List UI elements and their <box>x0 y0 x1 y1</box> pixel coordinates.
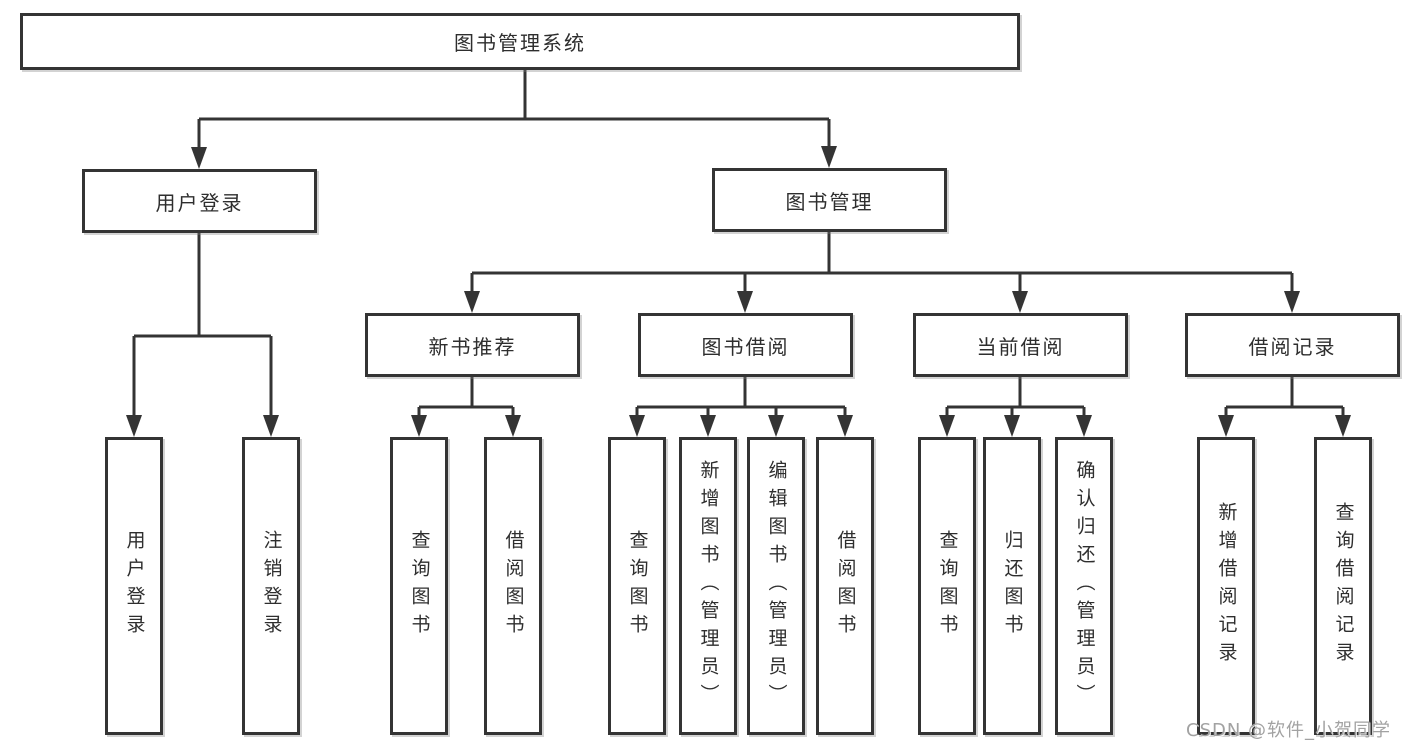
arrowhead-icon <box>1284 291 1300 313</box>
arrowhead-icon <box>939 415 955 437</box>
leaf-logout: 注销登录 <box>242 437 300 735</box>
arrowhead-icon <box>737 291 753 313</box>
leaf-query-borrowing-record: 查询借阅记录 <box>1314 437 1372 735</box>
arrowhead-icon <box>1335 415 1351 437</box>
leaf-edit-books-admin: 编辑图书（管理员） <box>747 437 805 735</box>
leaf-add-books-admin: 新增图书（管理员） <box>679 437 737 735</box>
arrowhead-icon <box>191 147 207 169</box>
arrowhead-icon <box>1076 415 1092 437</box>
arrowhead-icon <box>464 291 480 313</box>
leaf-return-books: 归还图书 <box>983 437 1041 735</box>
node-book-borrowing: 图书借阅 <box>638 313 853 377</box>
watermark: CSDN @软件_小贺同学 <box>1186 720 1392 741</box>
node-new-book-recommendation: 新书推荐 <box>365 313 580 377</box>
arrowheads <box>126 146 1351 437</box>
leaf-confirm-return-admin: 确认归还（管理员） <box>1055 437 1113 735</box>
arrowhead-icon <box>411 415 427 437</box>
node-current-borrowing: 当前借阅 <box>913 313 1128 377</box>
node-book-management: 图书管理 <box>712 168 947 232</box>
arrowhead-icon <box>629 415 645 437</box>
node-library-management-system: 图书管理系统 <box>20 13 1020 70</box>
arrowhead-icon <box>505 415 521 437</box>
arrowhead-icon <box>837 415 853 437</box>
arrowhead-icon <box>700 415 716 437</box>
arrowhead-icon <box>768 415 784 437</box>
leaf-query-books-current: 查询图书 <box>918 437 976 735</box>
node-borrowing-records: 借阅记录 <box>1185 313 1400 377</box>
leaf-borrow-books-recommendation: 借阅图书 <box>484 437 542 735</box>
node-user-login: 用户登录 <box>82 169 317 233</box>
leaf-borrow-books: 借阅图书 <box>816 437 874 735</box>
arrowhead-icon <box>126 415 142 437</box>
leaf-user-login: 用户登录 <box>105 437 163 735</box>
arrowhead-icon <box>263 415 279 437</box>
leaf-add-borrowing-record: 新增借阅记录 <box>1197 437 1255 735</box>
leaf-query-books-recommendation: 查询图书 <box>390 437 448 735</box>
leaf-query-books-borrowing: 查询图书 <box>608 437 666 735</box>
connector-path <box>132 70 1345 416</box>
arrowhead-icon <box>821 146 837 168</box>
arrowhead-icon <box>1012 291 1028 313</box>
arrowhead-icon <box>1218 415 1234 437</box>
arrowhead-icon <box>1004 415 1020 437</box>
